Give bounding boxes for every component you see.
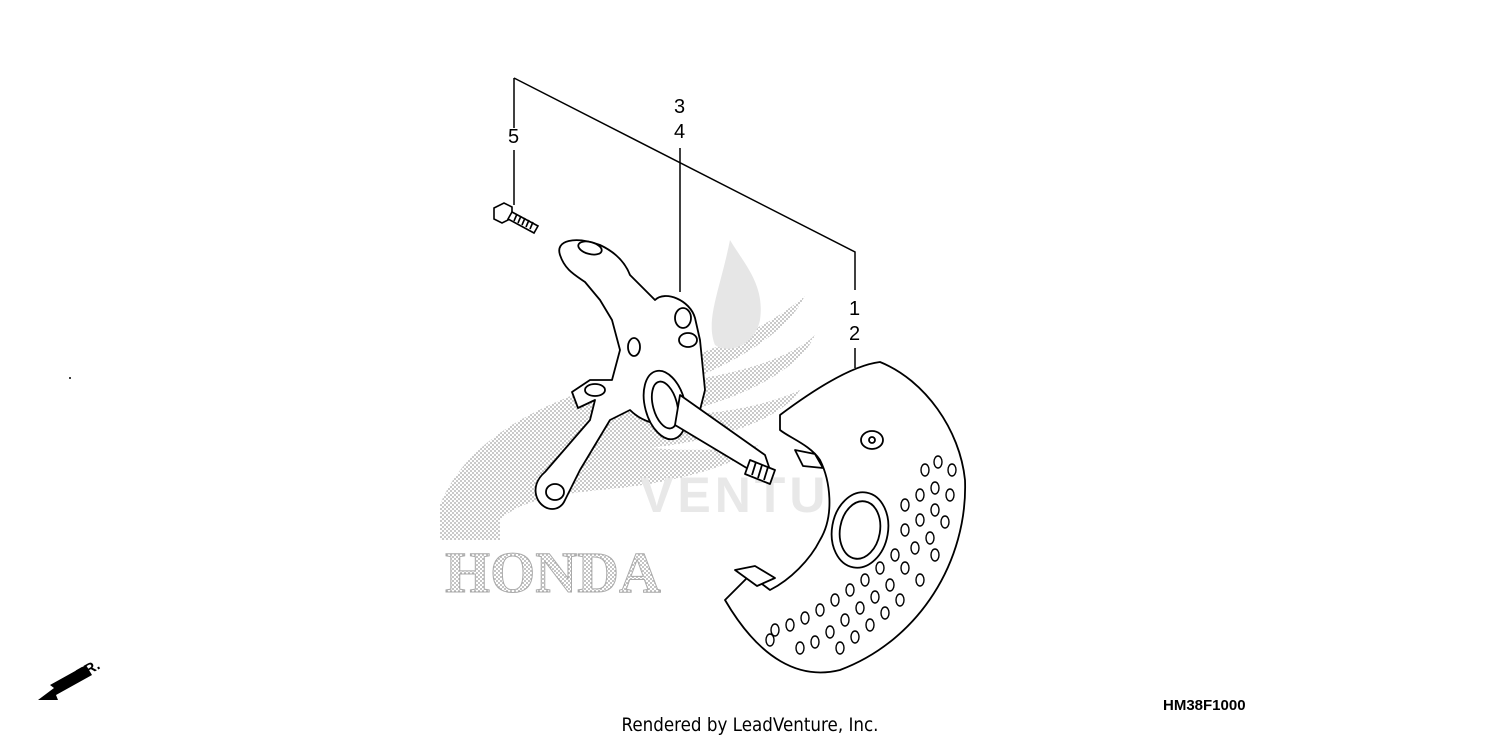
watermark-honda-text: HONDA	[445, 540, 661, 605]
callout-2: 2	[849, 323, 861, 345]
arrow-icon	[38, 665, 92, 700]
front-direction-arrow: FR.	[38, 657, 103, 700]
honda-wing-watermark	[440, 240, 815, 540]
callout-1: 1	[849, 298, 861, 320]
leader-line-group	[513, 77, 856, 290]
footer-credit: Rendered by LeadVenture, Inc.	[621, 714, 879, 736]
drawing-code: HM38F1000	[1163, 697, 1246, 714]
shield-part-1-2	[724, 361, 966, 674]
leader-lines	[513, 77, 856, 368]
bolt-part-5	[493, 202, 540, 235]
callout-5: 5	[508, 126, 520, 148]
callout-3: 3	[674, 96, 686, 118]
knuckle-part-3-4	[534, 239, 776, 510]
shield-holes	[765, 455, 957, 655]
callout-4: 4	[674, 121, 686, 143]
honda-text-watermark: HONDA	[445, 540, 662, 606]
stray-dot	[69, 377, 71, 379]
